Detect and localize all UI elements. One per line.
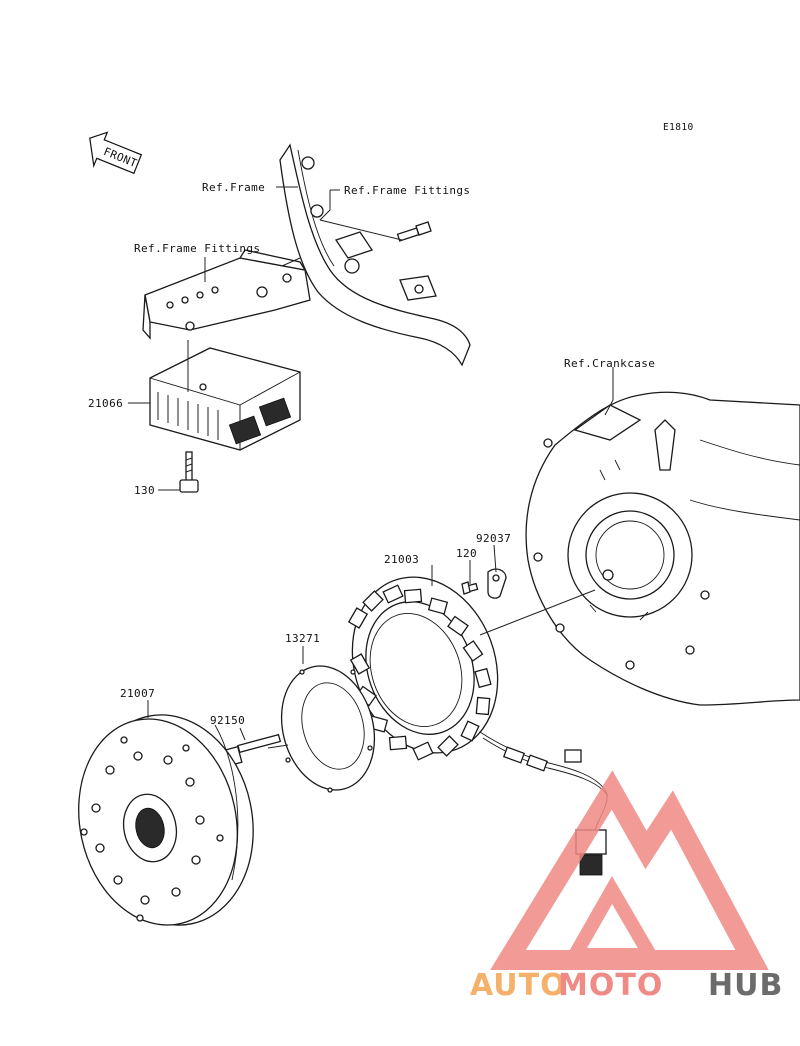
label-part-21007: 21007 <box>120 687 155 700</box>
frame-bolt <box>396 221 432 242</box>
watermark-moto: MOTO <box>558 968 663 1003</box>
label-part-21003: 21003 <box>384 553 419 566</box>
watermark-text: AUTO MOTO HUB <box>470 968 783 1003</box>
bolt-92150 <box>225 733 282 767</box>
stator-harness <box>479 731 609 876</box>
watermark-auto: AUTO <box>470 968 567 1003</box>
rotor-21007 <box>78 714 254 926</box>
gasket-13271 <box>280 665 376 793</box>
label-part-92037: 92037 <box>476 532 511 545</box>
frame-fittings-bracket <box>142 249 311 340</box>
clamp-92037 <box>487 568 507 599</box>
leader-lines <box>128 186 614 749</box>
regulator-21066 <box>149 347 301 451</box>
frame-member <box>279 143 471 367</box>
label-part-21066: 21066 <box>88 397 123 410</box>
watermark-hub: HUB <box>708 968 783 1003</box>
label-ref-crankcase: Ref.Crankcase <box>564 357 655 370</box>
watermark-logo-icon <box>490 770 769 970</box>
label-part-13271: 13271 <box>285 632 320 645</box>
label-ref-frame: Ref.Frame <box>202 181 265 194</box>
crankcase <box>525 391 800 706</box>
label-ref-frame-fittings-top: Ref.Frame Fittings <box>344 184 470 197</box>
diagram-code: E1810 <box>663 122 694 133</box>
bolt-130 <box>179 451 199 493</box>
label-part-92150: 92150 <box>210 714 245 727</box>
label-part-120: 120 <box>456 547 477 560</box>
screw-120 <box>461 581 479 595</box>
stator-21003 <box>347 576 499 761</box>
label-ref-frame-fittings-left: Ref.Frame Fittings <box>134 242 260 255</box>
label-part-130: 130 <box>134 484 155 497</box>
front-arrow-icon: FRONT <box>89 131 143 175</box>
